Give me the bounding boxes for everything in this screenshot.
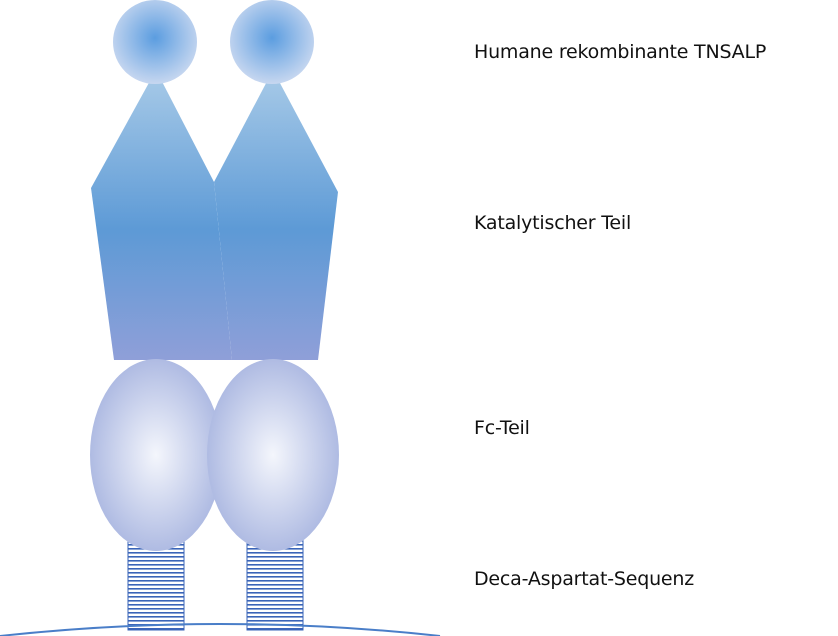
fc-domain-right xyxy=(207,359,339,551)
deca-aspartat-stalk-right xyxy=(247,540,303,630)
catalytic-domain-left xyxy=(91,70,232,360)
label-fc-teil: Fc-Teil xyxy=(474,417,530,439)
catalytic-domain-right xyxy=(214,70,338,360)
label-deca-aspartat-sequenz: Deca-Aspartat-Sequenz xyxy=(474,568,694,590)
head-circle-right xyxy=(230,0,314,84)
deca-aspartat-stalk-left xyxy=(128,540,184,630)
label-katalytischer-teil: Katalytischer Teil xyxy=(474,212,631,234)
fc-domain-left xyxy=(90,359,222,551)
label-humane-rekombinante-tnsalp: Humane rekombinante TNSALP xyxy=(474,41,766,63)
membrane-surface xyxy=(0,624,440,636)
head-circle-left xyxy=(113,0,197,84)
